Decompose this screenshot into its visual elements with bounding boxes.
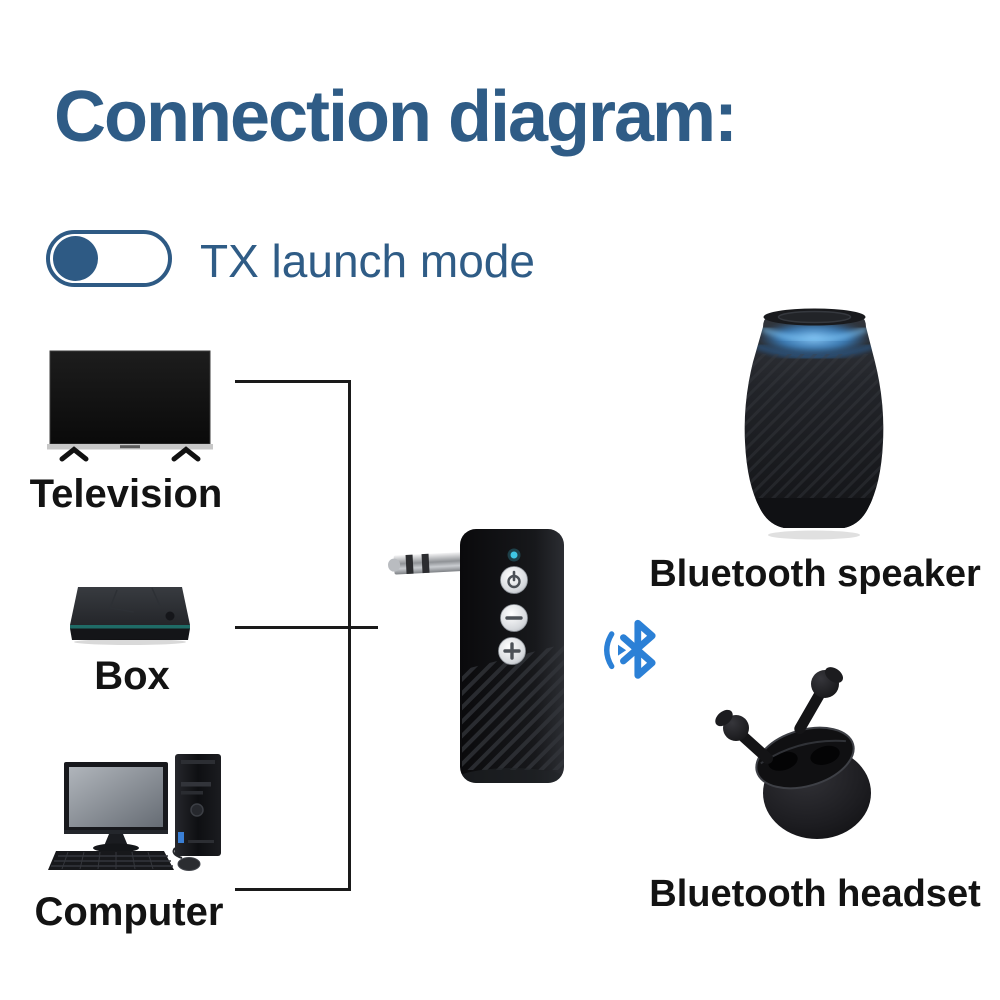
tx-mode-toggle — [46, 230, 172, 287]
bluetooth-icon — [604, 619, 656, 679]
tx-mode-label: TX launch mode — [200, 235, 535, 287]
computer-label: Computer — [34, 890, 224, 934]
hatch-texture — [462, 644, 564, 770]
earbud-right — [794, 667, 844, 735]
box-label: Box — [94, 654, 170, 698]
bluetooth-speaker-image — [744, 308, 884, 540]
connector-line-computer — [235, 888, 351, 891]
bluetooth-headset-image — [715, 667, 871, 839]
aux-jack-icon — [388, 552, 465, 575]
status-led — [510, 551, 518, 559]
computer-keyboard — [48, 851, 174, 870]
computer-tower — [175, 754, 221, 856]
computer-icon — [48, 754, 221, 871]
volume-up-button — [498, 637, 526, 665]
page-title: Connection diagram: — [54, 77, 738, 157]
computer-mouse — [172, 847, 201, 871]
connector-line-television — [235, 380, 351, 383]
toggle-knob — [53, 236, 98, 281]
box-logo-dot — [165, 611, 175, 621]
box-icon — [70, 587, 190, 645]
bluetooth-speaker-label: Bluetooth speaker — [649, 553, 981, 595]
volume-down-button — [500, 604, 528, 632]
earbud-case — [755, 726, 871, 839]
television-icon — [47, 350, 213, 462]
connector-line-vertical — [348, 380, 351, 891]
receiver-device — [388, 529, 564, 783]
connector-line-box — [235, 626, 378, 629]
power-button — [500, 566, 528, 594]
television-label: Television — [29, 472, 223, 516]
earbud-left — [715, 709, 774, 764]
computer-monitor — [64, 762, 168, 853]
bluetooth-headset-label: Bluetooth headset — [649, 873, 981, 915]
